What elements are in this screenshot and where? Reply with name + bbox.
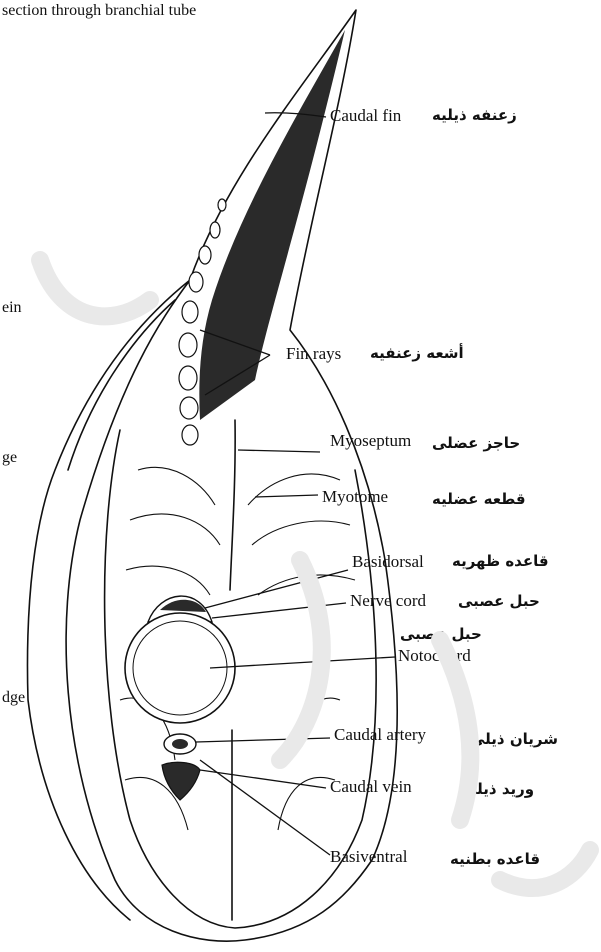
leader-basidorsal (205, 570, 348, 608)
fragment-vein: ein (2, 300, 22, 316)
fin-ray (210, 222, 220, 238)
leader-caudal-artery (196, 738, 330, 742)
label-nerve-cord-fa: حبل عصبى (458, 594, 540, 609)
label-basiventral: Basiventral (330, 848, 407, 865)
label-caudal-artery: Caudal artery (334, 726, 426, 743)
fragment-ridge-upper: ge (2, 450, 17, 466)
label-nerve-cord: Nerve cord (350, 592, 426, 609)
label-fin-rays-fa: أشعه زعنفيه (370, 346, 464, 361)
myotome-curve (252, 521, 350, 545)
label-basidorsal-fa: قاعده ظهريه (452, 554, 549, 569)
label-nerve-cord-fa-repeat: حبل عصبى (400, 627, 482, 642)
label-caudal-fin: Caudal fin (330, 107, 401, 124)
myotome-curve (126, 566, 210, 595)
fin-ray (182, 301, 198, 323)
label-myotome: Myotome (322, 488, 388, 505)
leader-myoseptum (238, 450, 320, 452)
label-myoseptum: Myoseptum (330, 432, 411, 449)
myotome-curve (130, 514, 220, 545)
caudal-vein (162, 762, 200, 800)
leader-notochord (210, 657, 395, 668)
fin-ray (179, 333, 197, 357)
label-fin-rays: Fin rays (286, 345, 341, 362)
label-myotome-fa: قطعه عضليه (432, 492, 526, 507)
fragment-ridge-lower: dge (2, 690, 25, 706)
myotome-curve (290, 698, 340, 760)
caption-text: section through branchial tube (2, 3, 196, 19)
leader-myotome (255, 495, 318, 497)
label-myoseptum-fa: حاجز عضلى (432, 436, 520, 451)
fin-ray (180, 397, 198, 419)
label-caudal-fin-fa: زعنفه ذیلیه (432, 108, 517, 123)
myotome-curve (258, 575, 355, 595)
label-notochord: Notochord (398, 647, 471, 664)
fin-ray (199, 246, 211, 264)
leader-nerve-cord (212, 603, 346, 618)
caudal-artery-lumen (172, 739, 188, 749)
leader-basiventral (200, 760, 330, 855)
leader-caudal-vein (200, 770, 326, 788)
fin-ray (218, 199, 226, 211)
fin-ray (179, 366, 197, 390)
myotome-curve (138, 467, 215, 505)
fin-ray (189, 272, 203, 292)
label-caudal-vein-fa: وريد ذيلى (462, 782, 534, 797)
label-caudal-artery-fa: شريان ذيلى (470, 732, 558, 747)
fin-ray (182, 425, 198, 445)
label-basidorsal: Basidorsal (352, 553, 424, 570)
label-basiventral-fa: قاعده بطنيه (450, 852, 540, 867)
label-caudal-vein: Caudal vein (330, 778, 412, 795)
